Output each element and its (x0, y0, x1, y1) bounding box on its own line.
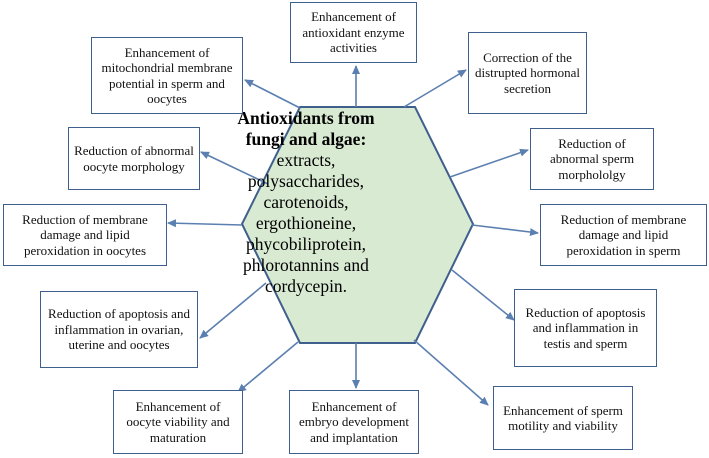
box-mitochondrial-potential: Enhancement of mitochondrial membrane po… (91, 37, 243, 114)
box-abnormal-sperm-morphology: Reduction of abnormal sperm morphololgy (530, 128, 654, 190)
box-apoptosis-ovarian: Reduction of apoptosis and inflammation … (40, 291, 198, 368)
arrow-group (167, 65, 539, 406)
arrow-membrane-damage-sperm (471, 224, 539, 237)
arrow-abnormal-sperm-morphology (449, 148, 529, 178)
box-membrane-damage-oocytes: Reduction of membrane damage and lipid p… (3, 204, 167, 266)
arrow-membrane-damage-oocytes (167, 219, 243, 228)
box-oocyte-viability: Enhancement of oocyte viability and matu… (113, 390, 243, 454)
arrow-hormonal-secretion (403, 69, 467, 108)
arrow-mitochondrial-potential (244, 79, 301, 109)
box-membrane-damage-sperm: Reduction of membrane damage and lipid p… (540, 204, 707, 266)
arrow-apoptosis-testis (451, 269, 515, 321)
box-antioxidant-enzyme: Enhancement of antioxidant enzyme activi… (290, 2, 417, 63)
arrow-oocyte-viability (237, 341, 299, 393)
center-heading: Antioxidants from fungi and algae: (237, 108, 375, 149)
box-hormonal-secretion: Correction of the distrupted hormonal se… (468, 32, 587, 114)
box-abnormal-oocyte-morphology: Reduction of abnormal oocyte morphology (68, 127, 200, 190)
center-body: extracts, polysaccharides, carotenoids, … (243, 150, 369, 296)
center-hexagon (240, 106, 475, 344)
box-embryo-development: Enhancement of embryo development and im… (289, 390, 419, 454)
arrow-abnormal-oocyte-morphology (200, 151, 269, 185)
box-sperm-motility: Enhancement of sperm motility and viabil… (493, 386, 633, 450)
box-apoptosis-testis: Reduction of apoptosis and inflammation … (514, 289, 657, 367)
arrow-apoptosis-ovarian (199, 282, 267, 339)
center-text: Antioxidants from fungi and algae: extra… (232, 108, 380, 297)
arrow-sperm-motility (413, 339, 489, 406)
